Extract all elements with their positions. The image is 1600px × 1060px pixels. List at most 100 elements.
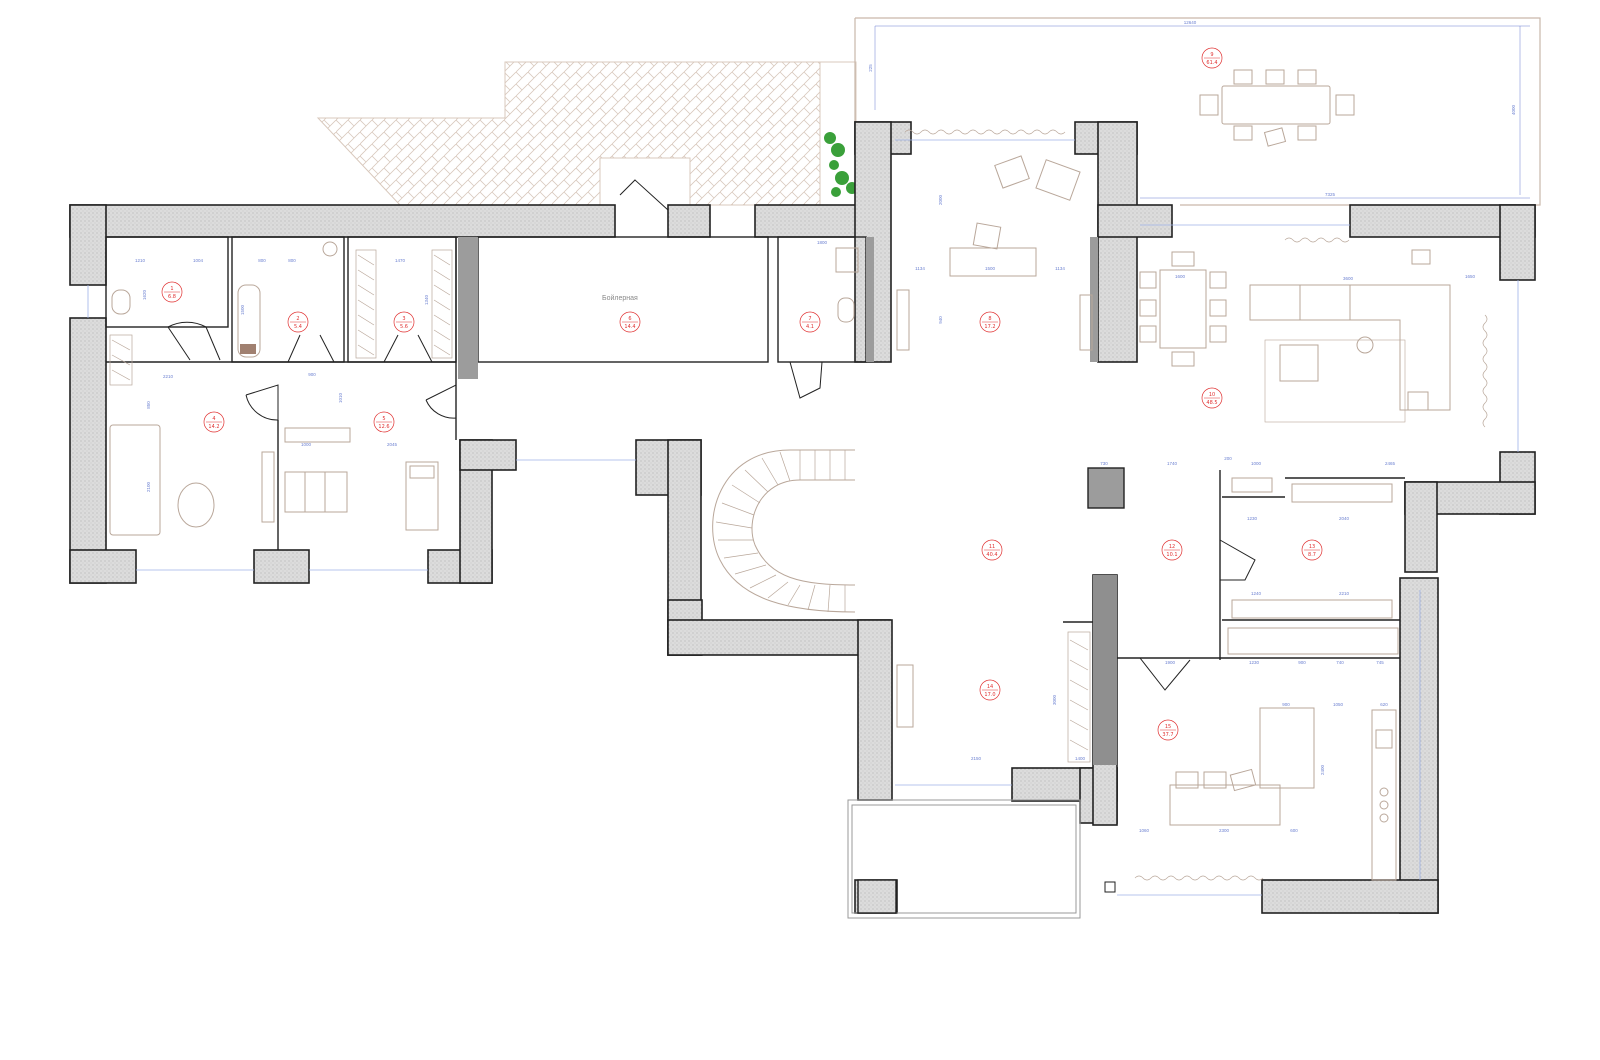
room-tag-area: 14.2	[208, 424, 219, 430]
room-tag-circle	[799, 311, 821, 333]
room-tag-area: 17.0	[984, 692, 995, 698]
paving-area	[316, 61, 857, 208]
room-tag-number: 9	[1210, 52, 1213, 58]
columns	[458, 237, 1125, 765]
room-tag: 74.1	[799, 311, 821, 333]
dimension-label: 850	[146, 401, 151, 409]
room-tag-area: 61.4	[1206, 60, 1217, 66]
room-tag-circle	[1201, 387, 1223, 409]
dimension-label: 1600	[1175, 274, 1186, 279]
dimension-label: 900	[1298, 660, 1306, 665]
dimension-label: 4000	[1511, 104, 1516, 115]
spiral-staircase	[712, 449, 856, 613]
dimension-label: 1210	[135, 258, 146, 263]
room-tag-number: 4	[212, 416, 215, 422]
dimension-label: 2045	[387, 442, 398, 447]
doors	[167, 179, 1256, 691]
dimension-label: 2210	[1339, 591, 1350, 596]
dimension-label: 2300	[1219, 828, 1230, 833]
boiler-room-label: Бойлерная	[602, 294, 638, 302]
dimension-label: 800	[288, 258, 296, 263]
room-tag-number: 6	[628, 316, 631, 322]
dimension-label: 740	[1336, 660, 1344, 665]
dimension-label: 1000	[1251, 461, 1262, 466]
dimension-label: 745	[1376, 660, 1384, 665]
window-lines	[87, 139, 1519, 896]
dimension-label: 940	[938, 316, 943, 324]
room-tag-area: 10.1	[1166, 552, 1177, 558]
room-tag: 817.2	[979, 311, 1001, 333]
room-tag-circle	[1301, 539, 1323, 561]
room-tag: 12 10.1	[1161, 539, 1183, 561]
dimension-label: 1230	[1247, 516, 1258, 521]
room-tag-circle	[1161, 539, 1183, 561]
dimension-label: 1240	[1251, 591, 1262, 596]
room-tag-area: 17.2	[984, 324, 995, 330]
room-tag-number: 8	[988, 316, 991, 322]
room-tag-number: 12	[1169, 544, 1175, 550]
furniture	[109, 129, 1488, 893]
dimension-label: 730	[1100, 461, 1108, 466]
room-tag: 512.6	[373, 411, 395, 433]
room-tag-circle	[979, 679, 1001, 701]
room-tag-number: 2	[296, 316, 299, 322]
dimension-label: 1470	[395, 258, 406, 263]
room-tag: 14 17.0	[979, 679, 1001, 701]
room-tag-circle	[981, 539, 1003, 561]
dimension-label: 1050	[1333, 702, 1344, 707]
dimension-label: 1230	[1249, 660, 1260, 665]
dimension-label: 200	[1224, 456, 1232, 461]
dimension-label: 1650	[1465, 274, 1476, 279]
room-tag-circle	[393, 311, 415, 333]
dimension-label: 800	[258, 258, 266, 263]
room-tag: 35.6	[393, 311, 415, 333]
dimension-label: 2465	[1385, 461, 1396, 466]
dimension-label: 900	[308, 372, 316, 377]
room-tag-area: 5.6	[400, 324, 408, 330]
outdoor-dining-table	[1199, 69, 1355, 147]
entrance-porch	[847, 799, 1081, 919]
room-tag-circle	[1157, 719, 1179, 741]
room-tag-area: 37.7	[1162, 732, 1173, 738]
room-tag-area: 6.8	[168, 294, 176, 300]
dimension-label: 1500	[985, 266, 996, 271]
room-tag-circle	[373, 411, 395, 433]
dimension-label: 2400	[1320, 764, 1325, 775]
room-tag-circle	[203, 411, 225, 433]
dimension-label: 7325	[1325, 192, 1336, 197]
room-tag-number: 10	[1209, 392, 1215, 398]
room-tag-area: 4.1	[806, 324, 814, 330]
room-tag-area: 8.7	[1308, 552, 1316, 558]
room-tag-circle	[1201, 47, 1223, 69]
dimension-label: 1400	[1075, 756, 1086, 761]
room-tag-area: 48.5	[1206, 400, 1217, 406]
room-tag: 138.7	[1301, 539, 1323, 561]
room-tag: 10 48.5	[1201, 387, 1223, 409]
room-tag: 16.8	[161, 281, 183, 303]
room-tag-number: 14	[987, 684, 993, 690]
dimension-label: 2150	[971, 756, 982, 761]
dimension-label: 225	[868, 64, 873, 72]
room-tag: 614.4	[619, 311, 641, 333]
dimension-label: 1340	[424, 294, 429, 305]
dimension-label: 1500	[240, 304, 245, 315]
room-tag-area: 5.4	[294, 324, 302, 330]
dimension-label: 900	[1282, 702, 1290, 707]
room-tag: 414.2	[203, 411, 225, 433]
dimension-label: 1900	[1165, 660, 1176, 665]
dimension-label: 1000	[301, 442, 312, 447]
room-tag-area: 12.6	[378, 424, 389, 430]
dimension-label: 1134	[1055, 266, 1065, 271]
dimension-label: 1134	[915, 266, 925, 271]
dimension-label: 2000	[938, 194, 943, 205]
dimension-label: 600	[1290, 828, 1298, 833]
dimension-label: 3000	[1052, 694, 1057, 705]
room-tag-circle	[161, 281, 183, 303]
walls	[69, 121, 1536, 914]
dimension-label: 2040	[1339, 516, 1350, 521]
plants	[824, 132, 858, 197]
room-tag-number: 13	[1309, 544, 1315, 550]
